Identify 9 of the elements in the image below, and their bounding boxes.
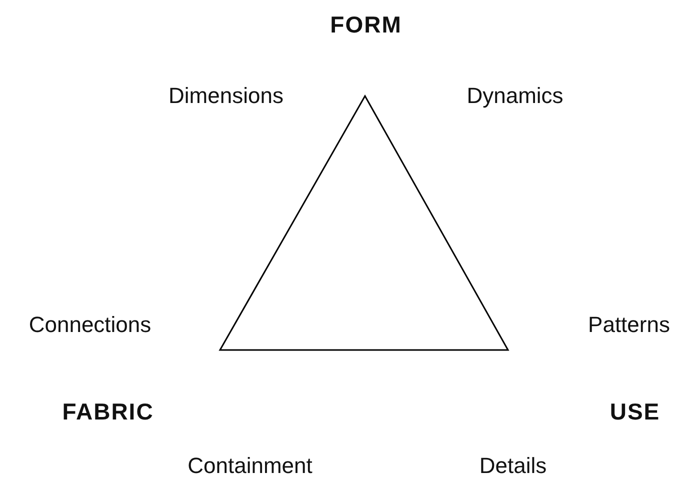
vertex-heading: FABRIC	[62, 398, 154, 426]
aspect-label: Dimensions	[168, 83, 284, 109]
aspect-label: Details	[479, 453, 547, 479]
vertex-heading: FORM	[330, 12, 402, 38]
aspect-label: Containment	[188, 453, 312, 479]
aspect-label: Connections	[28, 312, 152, 338]
aspect-label: Patterns	[588, 312, 670, 338]
aspect-label: Dynamics	[466, 83, 564, 109]
vertex-heading: USE	[610, 398, 660, 426]
